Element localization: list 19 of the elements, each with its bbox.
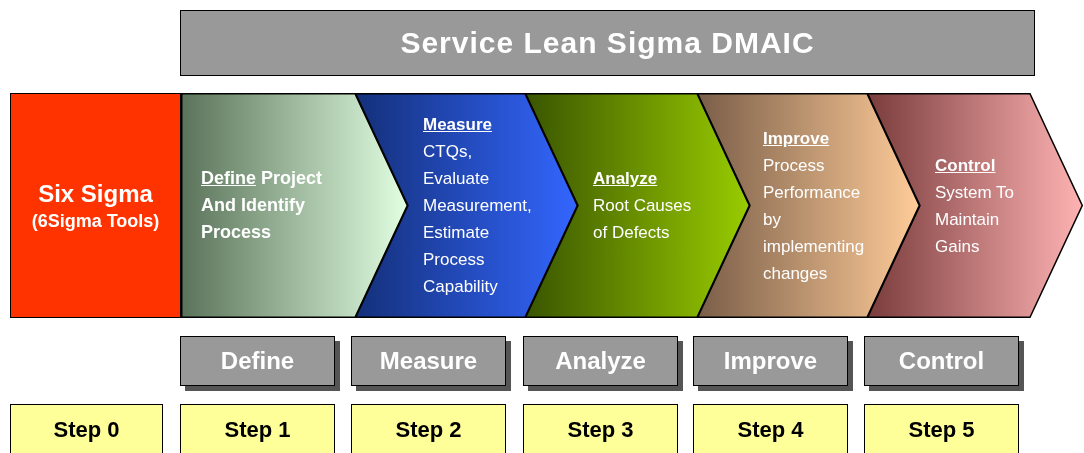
phase-description: Process Performance by implementing changes xyxy=(763,154,866,285)
start-block xyxy=(10,93,181,318)
phase-heading: Control xyxy=(935,154,997,177)
block-title: Six Sigma xyxy=(38,178,153,209)
step-label-box: Step 5 xyxy=(864,404,1019,453)
title-banner: Service Lean Sigma DMAIC xyxy=(180,10,1035,76)
phase-description: Define Project And Identify Process xyxy=(201,167,324,244)
phase-description: Root Causes of Defects xyxy=(593,195,693,244)
phase-heading: Analyze xyxy=(593,168,659,190)
step-label-box: Step 0 xyxy=(10,404,163,453)
step-label-box: Step 2 xyxy=(351,404,506,453)
step-label-box: Step 3 xyxy=(523,404,678,453)
phase-heading: Measure xyxy=(423,114,493,136)
step-label-box: Step 4 xyxy=(693,404,848,453)
block-subtitle: (6Sigma Tools) xyxy=(31,209,160,233)
phase-heading: Improve xyxy=(763,127,831,150)
phase-description: CTQs, Evaluate Measurement, Estimate Process Capability xyxy=(423,141,533,298)
phase-description: System To Maintain Gains xyxy=(935,181,1016,258)
step-label-box: Step 1 xyxy=(180,404,335,453)
